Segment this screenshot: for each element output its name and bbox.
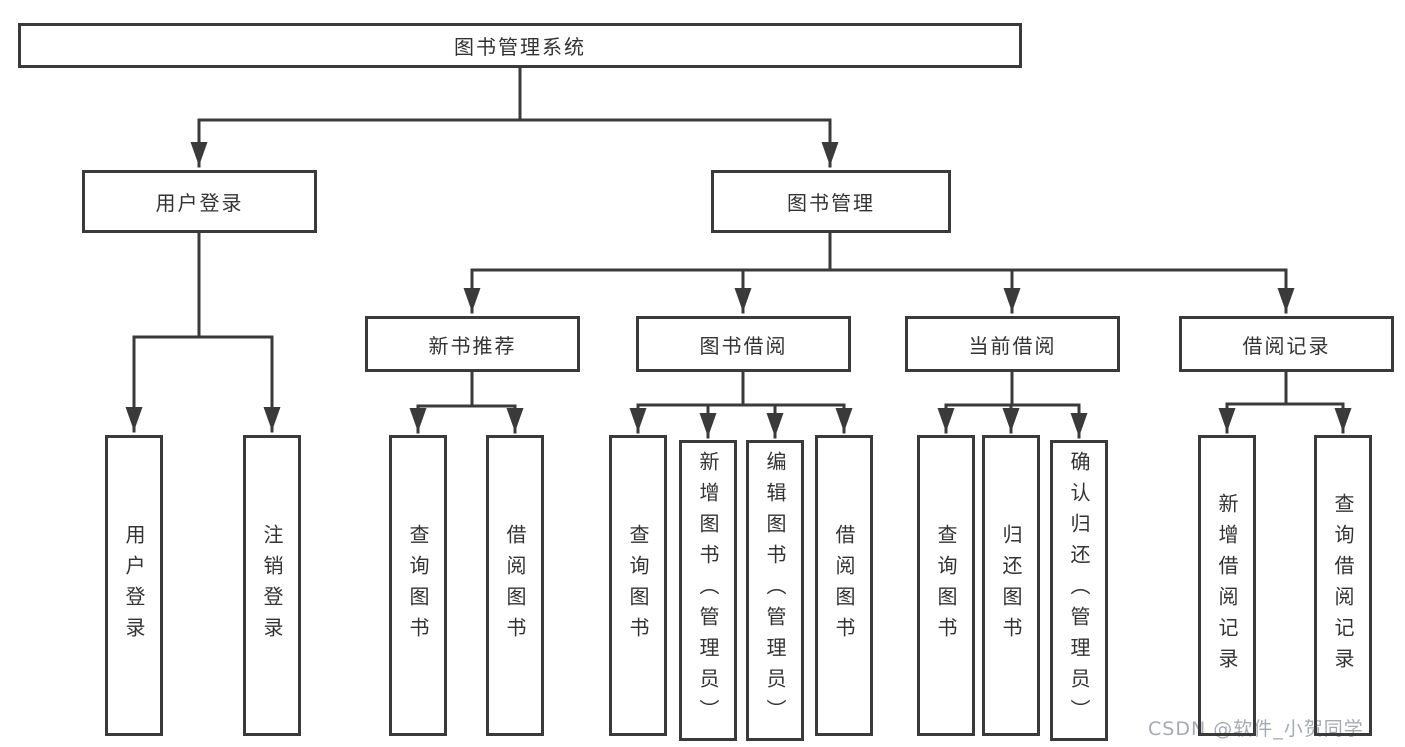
- leaf-add-book-admin-label: 新增图书（管理员）: [696, 451, 720, 730]
- leaf-confirm-return-admin-label: 确认归还（管理员）: [1067, 451, 1091, 730]
- leaf-return-book-label: 归还图书: [999, 523, 1023, 648]
- leaf-confirm-return-admin: 确认归还（管理员）: [1050, 440, 1108, 741]
- node-user-login-label: 用户登录: [155, 191, 244, 215]
- leaf-add-borrow-record-label: 新增借阅记录: [1215, 492, 1239, 679]
- node-root-label: 图书管理系统: [454, 35, 586, 59]
- node-book-management: 图书管理: [711, 170, 951, 233]
- leaf-logout-label: 注销登录: [260, 523, 284, 648]
- leaf-query-books-recommend: 查询图书: [389, 435, 447, 736]
- leaf-borrow-books-recommend: 借阅图书: [486, 435, 544, 736]
- node-borrow-records: 借阅记录: [1179, 316, 1394, 372]
- leaf-edit-book-admin: 编辑图书（管理员）: [746, 440, 804, 741]
- node-user-login: 用户登录: [82, 170, 317, 233]
- node-root: 图书管理系统: [18, 23, 1022, 68]
- leaf-query-borrow-record-label: 查询借阅记录: [1331, 492, 1355, 679]
- node-new-book-recommend-label: 新书推荐: [428, 333, 517, 358]
- leaf-user-login-label: 用户登录: [122, 523, 146, 648]
- leaf-borrow-books-label: 借阅图书: [832, 523, 856, 648]
- node-current-borrow: 当前借阅: [905, 316, 1120, 372]
- node-book-borrow: 图书借阅: [636, 316, 851, 372]
- leaf-edit-book-admin-label: 编辑图书（管理员）: [763, 451, 787, 730]
- node-current-borrow-label: 当前借阅: [968, 333, 1057, 358]
- leaf-logout: 注销登录: [243, 435, 301, 736]
- leaf-borrow-books-recommend-label: 借阅图书: [503, 523, 527, 648]
- leaf-query-books-borrow-label: 查询图书: [626, 523, 650, 648]
- node-borrow-records-label: 借阅记录: [1242, 333, 1331, 358]
- leaf-query-books-recommend-label: 查询图书: [406, 523, 430, 648]
- leaf-user-login: 用户登录: [105, 435, 163, 736]
- leaf-query-books-borrow: 查询图书: [609, 435, 667, 736]
- leaf-add-book-admin: 新增图书（管理员）: [679, 440, 737, 741]
- node-new-book-recommend: 新书推荐: [365, 316, 580, 372]
- leaf-query-borrow-record: 查询借阅记录: [1314, 435, 1372, 736]
- leaf-query-books-current: 查询图书: [917, 435, 975, 736]
- leaf-return-book: 归还图书: [982, 435, 1040, 736]
- node-book-management-label: 图书管理: [787, 191, 875, 215]
- node-book-borrow-label: 图书借阅: [699, 333, 788, 358]
- leaf-add-borrow-record: 新增借阅记录: [1198, 435, 1256, 736]
- leaf-borrow-books: 借阅图书: [815, 435, 873, 736]
- leaf-query-books-current-label: 查询图书: [934, 523, 958, 648]
